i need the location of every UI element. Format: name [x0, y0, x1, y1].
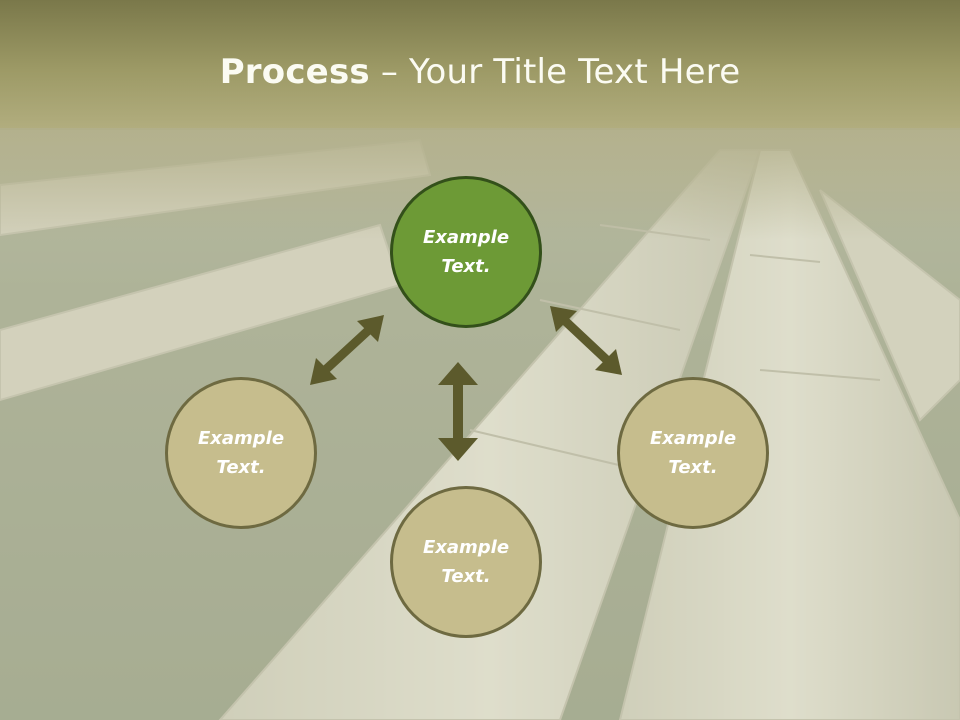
- process-node-bottom: Example Text.: [390, 486, 542, 638]
- arrow-vertical: [438, 362, 478, 461]
- node-bottom-label: Example Text.: [422, 537, 510, 587]
- title-bold: Process: [219, 52, 370, 92]
- process-node-left: Example Text.: [165, 377, 317, 529]
- node-left-label: Example Text.: [197, 428, 285, 478]
- node-top-label: Example Text.: [422, 227, 510, 277]
- process-node-top: Example Text.: [390, 176, 542, 328]
- process-node-right: Example Text.: [617, 377, 769, 529]
- slide-title: Process – Your Title Text Here: [0, 52, 960, 92]
- arrow-top-left: [310, 315, 384, 385]
- node-right-label: Example Text.: [649, 428, 737, 478]
- arrow-top-right: [550, 306, 622, 375]
- title-rest: – Your Title Text Here: [369, 52, 741, 92]
